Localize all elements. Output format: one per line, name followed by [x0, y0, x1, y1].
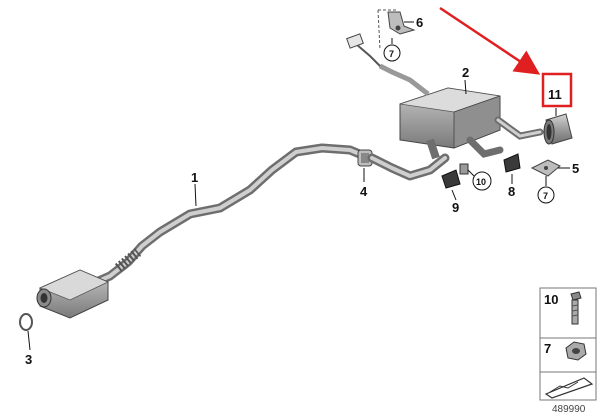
callout-4: 4: [360, 184, 368, 199]
bolt-10-part: [459, 163, 475, 177]
front-pipe-assembly: [36, 143, 367, 319]
intermediate-pipe: [367, 153, 450, 181]
tailpipe-tip: [543, 108, 573, 145]
callout-10-circle: 10: [472, 171, 492, 191]
gasket-ring: [19, 313, 33, 351]
leader-lines: [194, 38, 467, 207]
highlight-part-11: 11: [439, 6, 573, 108]
catalytic-converter: [36, 269, 109, 319]
callout-5: 5: [572, 161, 579, 176]
wedge-icon: [544, 377, 594, 399]
legend-label-10: 10: [544, 292, 558, 307]
rear-silencer: [399, 87, 544, 160]
flap-actuator-cable: [346, 9, 430, 96]
bracket-5: [530, 159, 570, 186]
callout-1: 1: [191, 170, 198, 185]
callout-7a: 7: [389, 49, 394, 59]
nut-icon: [565, 341, 587, 361]
bolt-icon: [570, 291, 582, 325]
callout-3: 3: [25, 352, 32, 367]
rubber-mount-9: [441, 169, 461, 201]
callout-9: 9: [452, 200, 459, 215]
callout-7b-circle: 7: [537, 186, 555, 204]
legend-label-7: 7: [544, 341, 551, 356]
callout-6: 6: [416, 15, 423, 30]
small-parts-legend: 10 7: [539, 287, 597, 401]
callout-10: 10: [476, 177, 486, 187]
callout-7a-circle: 7: [383, 44, 401, 62]
callout-11: 11: [548, 87, 562, 102]
document-number: 489990: [552, 404, 586, 415]
callout-2: 2: [462, 65, 469, 80]
callout-8: 8: [508, 184, 515, 199]
bracket-6: [387, 11, 416, 35]
callout-7b: 7: [543, 191, 548, 201]
rubber-mount-8: [503, 153, 521, 184]
